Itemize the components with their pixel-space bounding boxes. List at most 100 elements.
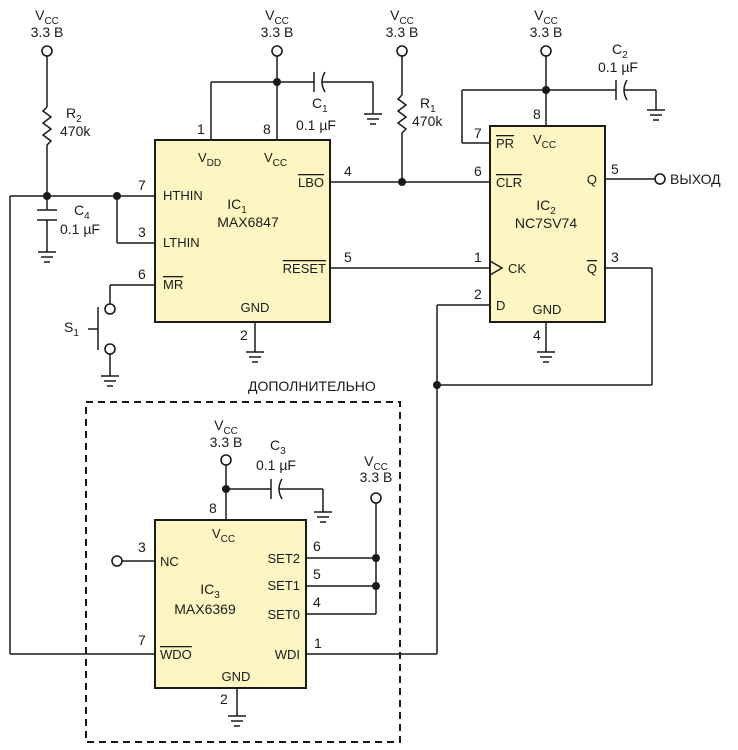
- svg-text:R2: R2: [66, 105, 82, 125]
- svg-text:CK: CK: [508, 261, 526, 276]
- s1-terminal-top: [104, 303, 116, 315]
- svg-text:3: 3: [138, 224, 146, 240]
- supply-label-ic1: VCC 3.3 В: [261, 7, 294, 40]
- svg-text:GND: GND: [533, 302, 562, 317]
- svg-text:Q: Q: [587, 261, 597, 276]
- r2-label: R2 470k: [60, 105, 91, 139]
- svg-text:LBO: LBO: [298, 175, 324, 190]
- svg-text:MAX6369: MAX6369: [174, 601, 236, 617]
- svg-text:4: 4: [533, 327, 541, 343]
- svg-text:IC1: IC1: [227, 196, 247, 216]
- svg-text:4: 4: [313, 594, 321, 610]
- svg-text:RESET: RESET: [283, 261, 326, 276]
- svg-text:0.1 µF: 0.1 µF: [256, 457, 296, 473]
- c4-label: C4 0.1 µF: [60, 202, 100, 237]
- optional-label: ДОПОЛНИТЕЛЬНО: [248, 378, 376, 394]
- svg-text:4: 4: [344, 163, 352, 179]
- svg-text:3.3 В: 3.3 В: [210, 434, 243, 450]
- svg-text:VCC: VCC: [533, 132, 556, 151]
- svg-text:C3: C3: [270, 437, 286, 457]
- svg-text:SET1: SET1: [267, 578, 300, 593]
- c3-label: C3 0.1 µF: [256, 437, 296, 473]
- ic3-body: [154, 519, 307, 689]
- vcc-terminal-r2: [41, 45, 53, 57]
- vcc-terminal-set: [370, 492, 382, 504]
- svg-text:VCC: VCC: [214, 417, 238, 437]
- svg-text:3.3 В: 3.3 В: [261, 24, 294, 40]
- svg-text:VCC: VCC: [390, 7, 414, 27]
- svg-text:3: 3: [138, 539, 146, 555]
- supply-label-ic2: VCC 3.3 В: [530, 7, 563, 40]
- ic3-labels: IC3 MAX6369 NC VCC SET2 SET1 SET0 WDO WD…: [138, 500, 322, 707]
- junctions: [43, 78, 550, 590]
- svg-text:3.3 В: 3.3 В: [31, 24, 64, 40]
- svg-text:VCC: VCC: [534, 7, 558, 27]
- supply-label-r2: VCC 3.3 В: [31, 7, 64, 40]
- supply-label-r1: VCC 3.3 В: [386, 7, 419, 40]
- ic1-body: [154, 139, 331, 323]
- svg-text:MAX6847: MAX6847: [217, 214, 279, 230]
- svg-text:8: 8: [533, 106, 541, 122]
- svg-text:6: 6: [313, 538, 321, 554]
- vcc-terminal-ic3: [220, 454, 232, 466]
- svg-text:SET2: SET2: [267, 551, 300, 566]
- vcc-terminal-ic2: [540, 45, 552, 57]
- r1-label: R1 470k: [412, 95, 443, 129]
- ic2-labels: IC2 NC7SV74 PR VCC CLR Q CK Q D GND 8 7 …: [474, 106, 619, 343]
- svg-text:LTHIN: LTHIN: [163, 235, 200, 250]
- svg-text:470k: 470k: [60, 123, 91, 139]
- svg-text:Q: Q: [587, 172, 597, 187]
- svg-text:NC: NC: [160, 554, 179, 569]
- svg-text:7: 7: [138, 632, 146, 648]
- c2-label: C2 0.1 µF: [598, 41, 638, 75]
- c1-label: C1 0.1 µF: [296, 95, 336, 133]
- svg-text:GND: GND: [241, 300, 270, 315]
- svg-text:VCC: VCC: [264, 150, 287, 169]
- svg-text:3.3 В: 3.3 В: [386, 24, 419, 40]
- svg-text:S1: S1: [64, 319, 79, 339]
- optional-section-box: [85, 401, 401, 743]
- svg-text:0.1 µF: 0.1 µF: [598, 59, 638, 75]
- svg-text:6: 6: [474, 163, 482, 179]
- svg-text:VCC: VCC: [364, 453, 388, 473]
- svg-text:1: 1: [314, 635, 322, 651]
- svg-text:VCC: VCC: [265, 7, 289, 27]
- svg-text:0.1 µF: 0.1 µF: [296, 117, 336, 133]
- svg-text:2: 2: [240, 327, 248, 343]
- svg-text:NC7SV74: NC7SV74: [515, 215, 577, 231]
- wires: [9, 56, 665, 727]
- svg-text:8: 8: [263, 121, 271, 137]
- svg-text:GND: GND: [222, 669, 251, 684]
- svg-text:WDI: WDI: [275, 647, 300, 662]
- svg-text:HTHIN: HTHIN: [163, 188, 203, 203]
- svg-text:3: 3: [611, 249, 619, 265]
- vcc-terminal-r1: [396, 45, 408, 57]
- svg-text:VDD: VDD: [198, 150, 221, 169]
- svg-text:D: D: [496, 298, 505, 313]
- svg-text:7: 7: [138, 177, 146, 193]
- svg-text:3.3 В: 3.3 В: [530, 24, 563, 40]
- clock-input-triangle: [489, 260, 504, 276]
- svg-text:SET0: SET0: [267, 607, 300, 622]
- svg-text:R1: R1: [420, 95, 436, 115]
- nc-terminal: [111, 555, 123, 567]
- svg-text:1: 1: [474, 249, 482, 265]
- vcc-terminal-ic1: [271, 45, 283, 57]
- svg-text:WDO: WDO: [160, 647, 192, 662]
- supply-label-ic3: VCC 3.3 В: [210, 417, 243, 450]
- svg-text:MR: MR: [163, 277, 183, 292]
- svg-text:5: 5: [313, 566, 321, 582]
- svg-text:C2: C2: [612, 41, 628, 61]
- svg-text:6: 6: [138, 266, 146, 282]
- svg-text:VCC: VCC: [35, 7, 59, 27]
- svg-text:C1: C1: [312, 95, 328, 115]
- ic1-labels: IC1 MAX6847 HTHIN LTHIN MR VDD VCC LBO R…: [138, 121, 352, 343]
- output-label: ВЫХОД: [670, 171, 721, 187]
- svg-text:0.1 µF: 0.1 µF: [60, 221, 100, 237]
- output-terminal: [654, 173, 666, 185]
- svg-text:2: 2: [220, 691, 228, 707]
- svg-text:5: 5: [344, 249, 352, 265]
- svg-text:C4: C4: [74, 202, 90, 222]
- svg-text:8: 8: [209, 500, 217, 516]
